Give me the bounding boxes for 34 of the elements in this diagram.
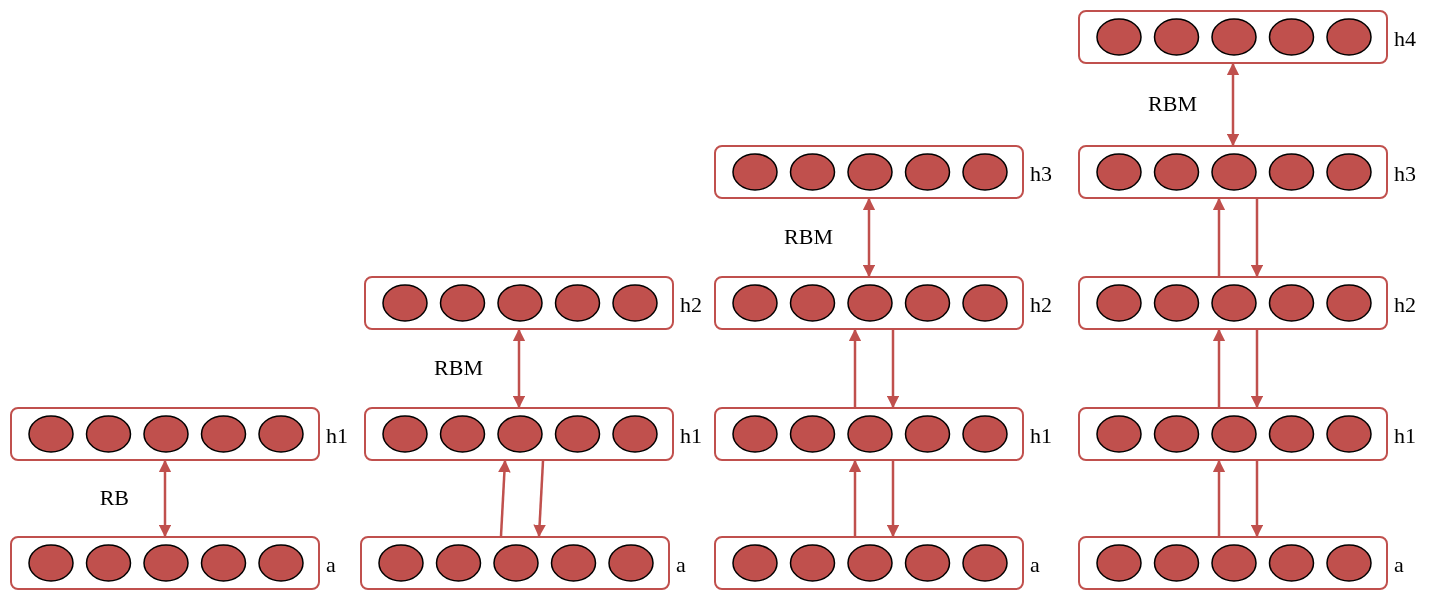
edge-label: RBM	[434, 354, 483, 381]
arrow	[1212, 197, 1226, 276]
layer-name: a	[676, 552, 686, 578]
layer-name: h1	[1030, 423, 1052, 449]
arrow	[1212, 328, 1226, 407]
arrow	[533, 460, 546, 538]
arrow	[848, 328, 862, 407]
arrow	[1250, 199, 1264, 278]
arrow	[158, 459, 172, 538]
layer-name: h1	[1394, 423, 1416, 449]
arrow	[848, 459, 862, 536]
layer-name: h2	[1394, 292, 1416, 318]
layer-name: a	[1030, 552, 1040, 578]
layer-name: h4	[1394, 26, 1416, 52]
layer-name: h1	[326, 423, 348, 449]
layer-name: a	[1394, 552, 1404, 578]
arrow	[1226, 62, 1240, 147]
edge-label: RB	[99, 484, 129, 511]
edge-label: RBM	[784, 223, 833, 250]
arrow	[1212, 459, 1226, 536]
layer-name: a	[326, 552, 336, 578]
arrow	[886, 330, 900, 409]
layer-name: h3	[1394, 161, 1416, 187]
layer-name: h2	[680, 292, 702, 318]
arrow	[886, 461, 900, 538]
layer-name: h1	[680, 423, 702, 449]
arrow	[1250, 330, 1264, 409]
arrow	[512, 328, 526, 409]
arrow	[498, 459, 511, 537]
layer-name: h2	[1030, 292, 1052, 318]
edge-label: RBM	[1148, 90, 1197, 117]
arrow	[862, 197, 876, 278]
layer-name: h3	[1030, 161, 1052, 187]
arrow	[1250, 461, 1264, 538]
